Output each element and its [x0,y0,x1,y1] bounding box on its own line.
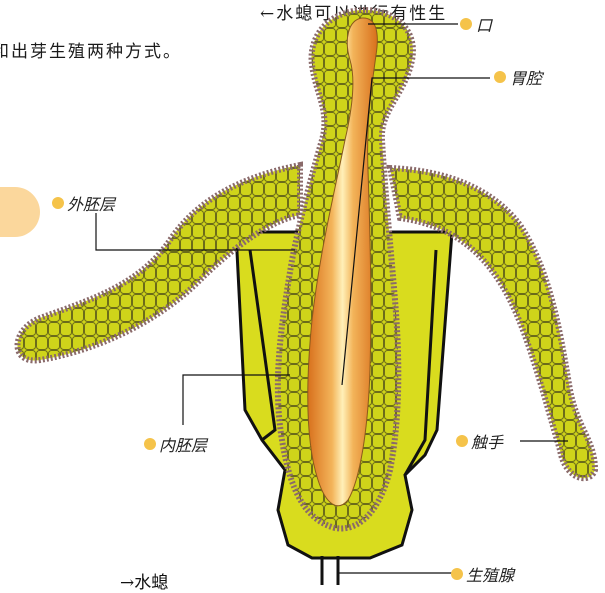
label-tentacle: 触手 [471,429,503,453]
label-mouth: 口 [476,12,492,36]
label-gastric-cavity: 胃腔 [510,65,542,89]
label-endoderm: 内胚层 [159,432,207,456]
gonad-stalk [322,556,338,585]
label-gonad: 生殖腺 [466,562,514,586]
figure-caption: →水螅 [120,568,168,593]
label-ectoderm: 外胚层 [67,191,115,215]
